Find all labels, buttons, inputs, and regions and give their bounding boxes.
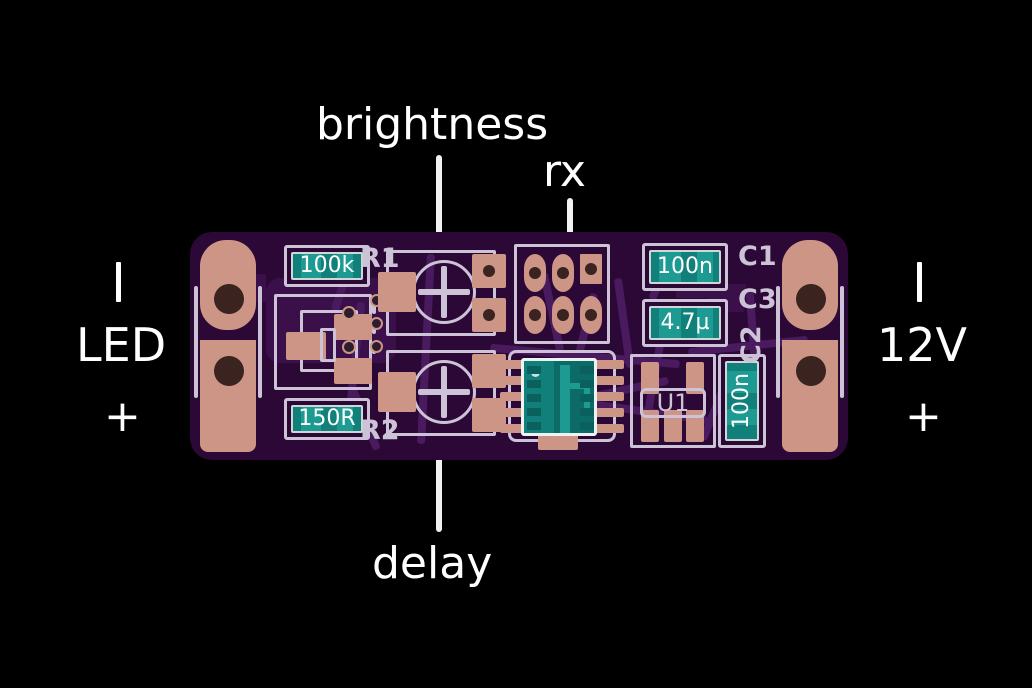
ic-pad-left [500,408,540,417]
pcb-board: 100k R1 150R R2 [190,232,848,460]
capacitor-c2-highlight [727,371,757,393]
ic-pad-right [584,376,624,385]
capacitor-c3-highlight [697,308,713,338]
resistor-r1-highlight [301,254,321,278]
rx-header-hole [529,267,541,279]
ic-pad-right [584,408,624,417]
resistor-r2-value: 150R [298,406,356,431]
led-minus-marker [116,262,121,302]
transistor-via [342,306,356,320]
capacitor-c2-highlight [727,409,757,425]
led-terminal-hole-minus [214,284,244,314]
led-terminal-hole-plus [214,356,244,386]
ic-pad-left [500,392,540,401]
ic-pad-left [500,360,540,369]
ic-lead-finger [527,408,541,416]
capacitor-c2-body: 100n [725,361,759,441]
regulator-u1-pad-top [641,362,659,394]
resistor-r2-body: 150R [291,405,363,433]
capacitor-c1-highlight [659,252,681,282]
ic-thermal-pad [538,434,578,450]
ic-pad-right [584,360,624,369]
brightness-trimmer-hole-br [483,309,495,321]
led-terminal-silk-left [194,286,198,398]
regulator-u1-pad-top [686,362,704,394]
annotation-rx-leader [567,198,573,250]
ic-lead-finger [527,366,541,374]
ic-lead-finger [580,366,594,374]
power-minus-marker [917,262,922,302]
capacitor-c3-refdes: C3 [738,284,777,315]
delay-trimmer-pad-left [378,372,416,412]
annotation-brightness-leader [436,155,442,248]
regulator-u1-pad-bottom [686,410,704,442]
transistor-pad-drain [286,332,326,360]
power-plus-marker: + [905,391,942,442]
capacitor-c3-body: 4.7µ [649,306,721,340]
capacitor-c2-value: 100n [729,373,754,429]
capacitor-c2-refdes: C2 [736,325,767,364]
resistor-r1-body: 100k [291,252,363,280]
led-terminal-label: LED [76,318,167,372]
capacitor-c1-highlight [697,252,713,282]
ic-package-body [521,358,597,436]
delay-trimmer-slot-v [441,366,447,418]
capacitor-c1-body: 100n [649,250,721,284]
rx-header-hole [585,309,597,321]
resistor-r1-value: 100k [299,253,355,278]
ic-lead-finger [580,422,594,430]
led-terminal-silk-right [258,286,262,398]
capacitor-c3-highlight [659,308,681,338]
regulator-u1-pad-bottom [664,410,682,442]
annotation-delay-leader [436,440,442,532]
ic-lead-finger [580,380,594,388]
ic-pad-left [500,424,540,433]
ic-lead-finger [527,394,541,402]
rx-header-hole [557,267,569,279]
power-terminal-silk-left [776,286,780,398]
ic-pad-left [500,376,540,385]
ic-lead-finger [527,422,541,430]
power-terminal-silk-right [840,286,844,398]
rx-header-hole [557,309,569,321]
regulator-u1-body-silk: U1 [640,388,706,418]
ic-lead-finger [580,408,594,416]
transistor-via [370,317,383,330]
annotation-rx-label: rx [543,146,586,197]
regulator-u1-outline [630,354,716,448]
ic-lead-finger [580,394,594,402]
resistor-r1-refdes: R1 [360,243,400,274]
transistor-pad-source [334,358,372,384]
power-terminal-hole-plus [796,356,826,386]
power-terminal-label: 12V [877,318,968,372]
brightness-trimmer-hole-tr [483,265,495,277]
resistor-r1-highlight [337,254,353,278]
transistor-via [342,340,356,354]
annotation-brightness-label: brightness [316,99,549,150]
capacitor-c3-value: 4.7µ [660,310,710,335]
led-plus-marker: + [104,391,141,442]
ic-pad-right [584,392,624,401]
rx-header-outline [514,244,610,344]
regulator-u1-pad-bottom [641,410,659,442]
transistor-via [370,340,383,353]
rx-header-hole [529,309,541,321]
ic-lead-finger [527,380,541,388]
regulator-u1-refdes: U1 [656,389,690,417]
annotation-delay-label: delay [372,538,493,589]
brightness-trimmer-slot-v [441,266,447,318]
resistor-r2-highlight [301,407,321,431]
rx-header-hole [585,263,597,275]
power-terminal-hole-minus [796,284,826,314]
resistor-r2-highlight [337,407,353,431]
transistor-tab-silk [320,328,336,362]
brightness-trimmer-pad-left [378,272,416,312]
ic-surface-trace [560,365,570,433]
resistor-r2-refdes: R2 [360,415,400,446]
capacitor-c1-refdes: C1 [738,241,777,272]
transistor-pin-line [372,302,376,314]
capacitor-c1-value: 100n [657,254,713,279]
ic-pad-right [584,424,624,433]
